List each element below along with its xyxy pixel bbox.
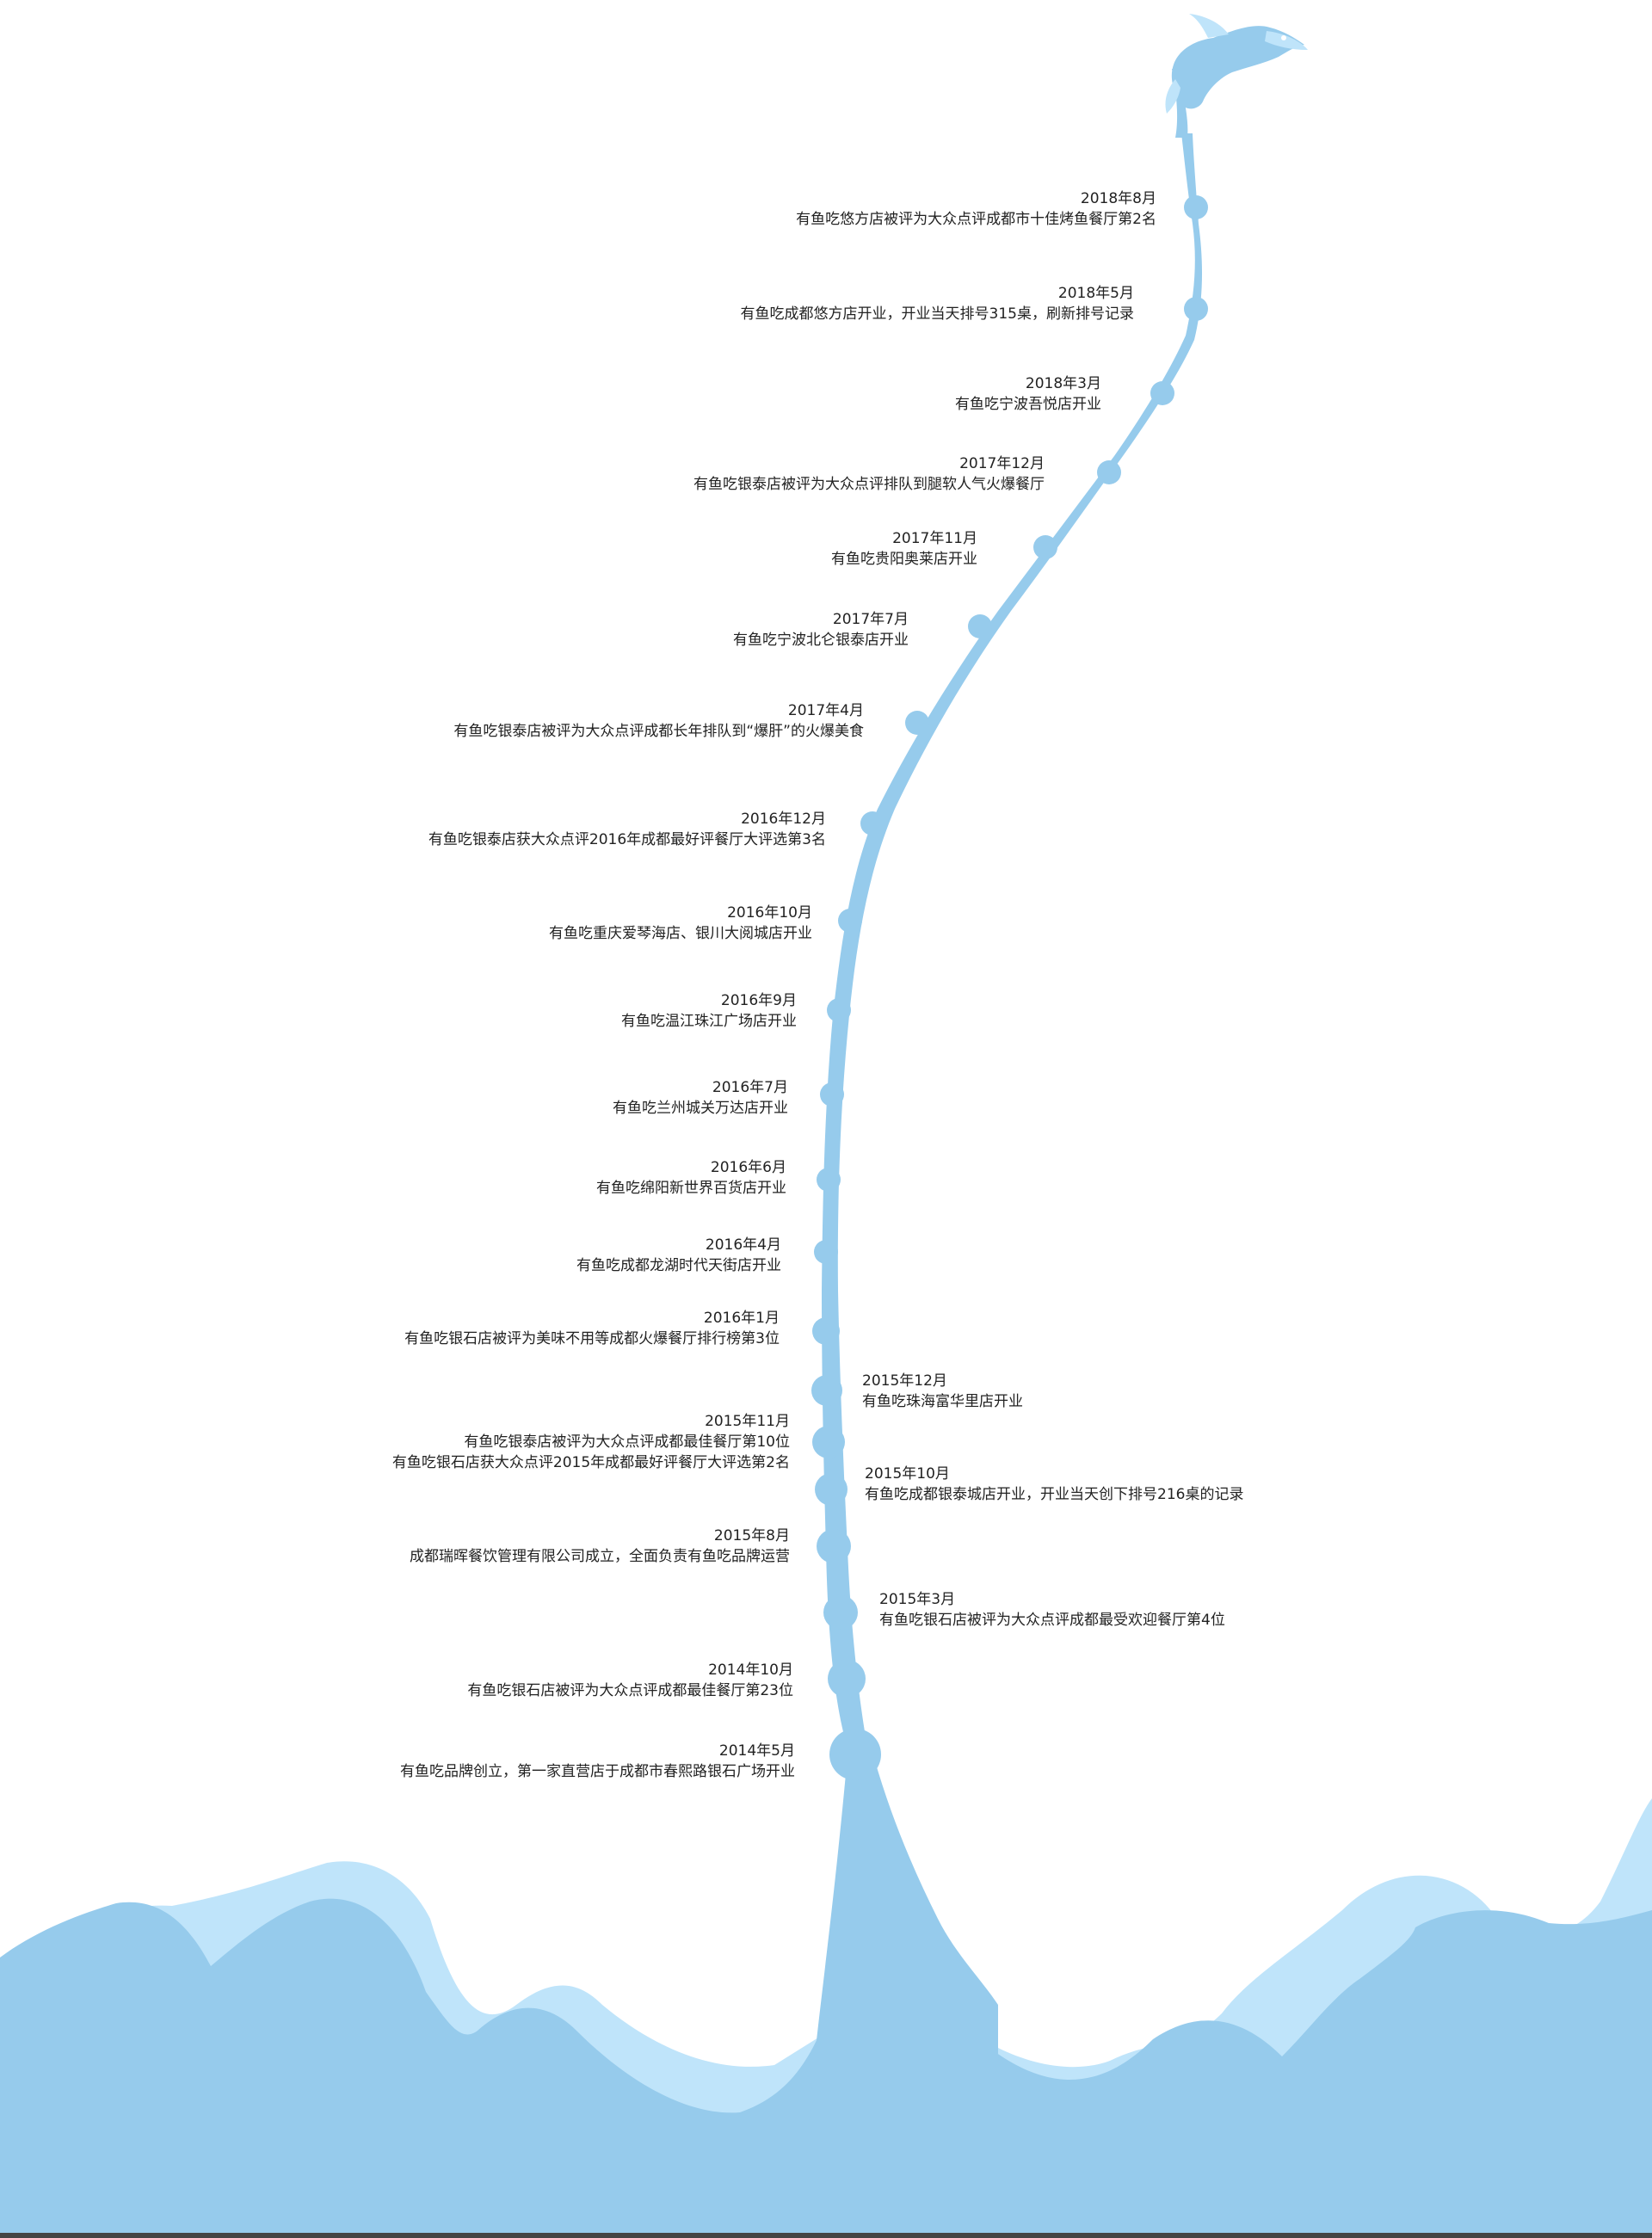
event-text: 有鱼吃银泰店被评为大众点评成都最佳餐厅第10位 [464,1433,790,1451]
event-text: 有鱼吃成都银泰城店开业，开业当天创下排号216桌的记录 [865,1486,1244,1503]
event-text: 有鱼吃重庆爱琴海店、银川大阅城店开业 [549,925,812,942]
event-date: 2017年12月 [959,455,1045,472]
event-text: 有鱼吃银泰店获大众点评2016年成都最好评餐厅大评选第3名 [428,831,826,848]
timeline-dot [815,1473,848,1506]
event-text: 有鱼吃珠海富华里店开业 [862,1393,1023,1410]
timeline-dot [860,811,885,835]
event-text: 有鱼吃银石店被评为美味不用等成都火爆餐厅排行榜第3位 [404,1330,780,1347]
event-text: 有鱼吃兰州城关万达店开业 [613,1100,788,1117]
timeline-dot [1184,195,1208,219]
timeline-event: 2016年7月 有鱼吃兰州城关万达店开业 [14,1077,788,1119]
timeline-dot [1097,460,1121,484]
event-text: 有鱼吃银石店获大众点评2015年成都最好评餐厅大评选第2名 [391,1454,790,1471]
event-date: 2016年12月 [741,811,826,828]
timeline-event: 2015年11月 有鱼吃银泰店被评为大众点评成都最佳餐厅第10位 有鱼吃银石店获… [15,1411,790,1473]
timeline-event: 2014年5月 有鱼吃品牌创立，第一家直营店于成都市春熙路银石广场开业 [21,1741,795,1782]
timeline-dot [827,998,851,1022]
timeline-dot [823,1595,858,1630]
timeline-event: 2015年8月 成都瑞晖餐饮管理有限公司成立，全面负责有鱼吃品牌运营 [15,1526,790,1567]
timeline-event: 2016年6月 有鱼吃绵阳新世界百货店开业 [12,1157,786,1199]
event-date: 2015年8月 [713,1527,790,1544]
timeline-dot [811,1375,842,1406]
timeline-event: 2016年10月 有鱼吃重庆爱琴海店、银川大阅城店开业 [38,903,812,944]
timeline-dot [828,1660,866,1698]
timeline-event: 2014年10月 有鱼吃银石店被评为大众点评成都最佳餐厅第23位 [19,1660,793,1701]
timeline-event: 2017年7月 有鱼吃宁波北仑银泰店开业 [134,609,909,650]
timeline-event: 2018年5月 有鱼吃成都悠方店开业，开业当天排号315桌，刷新排号记录 [360,283,1134,324]
event-text: 有鱼吃银石店被评为大众点评成都最受欢迎餐厅第4位 [879,1612,1225,1629]
timeline-dot [905,711,929,735]
event-date: 2015年10月 [865,1465,950,1483]
timeline-dot [1150,381,1174,405]
event-date: 2016年4月 [705,1236,781,1254]
event-text: 有鱼吃银石店被评为大众点评成都最佳餐厅第23位 [467,1682,793,1699]
timeline-event: 2016年12月 有鱼吃银泰店获大众点评2016年成都最好评餐厅大评选第3名 [52,809,826,850]
timeline-dot [817,1529,851,1563]
timeline-dot [812,1426,845,1458]
event-date: 2017年4月 [787,702,864,719]
event-date: 2016年1月 [703,1310,780,1327]
timeline-event: 2015年3月 有鱼吃银石店被评为大众点评成都最受欢迎餐厅第4位 [879,1589,1652,1631]
event-date: 2014年10月 [708,1662,793,1679]
event-text: 有鱼吃品牌创立，第一家直营店于成都市春熙路银石广场开业 [400,1763,795,1780]
event-date: 2014年5月 [718,1742,795,1760]
timeline-event: 2016年1月 有鱼吃银石店被评为美味不用等成都火爆餐厅排行榜第3位 [5,1308,780,1349]
event-text: 有鱼吃温江珠江广场店开业 [621,1013,797,1030]
event-text: 有鱼吃成都龙湖时代天街店开业 [576,1257,781,1274]
event-text: 有鱼吃宁波吾悦店开业 [955,396,1101,413]
event-date: 2018年8月 [1080,190,1156,207]
event-date: 2017年11月 [892,530,977,547]
event-date: 2016年10月 [727,904,812,922]
event-text: 有鱼吃悠方店被评为大众点评成都市十佳烤鱼餐厅第2名 [796,211,1156,228]
event-date: 2016年6月 [710,1159,786,1176]
timeline-event: 2015年12月 有鱼吃珠海富华里店开业 [862,1371,1637,1412]
event-date: 2016年9月 [720,992,797,1009]
timeline-dot [814,1240,838,1264]
fish-icon [1165,14,1308,114]
event-date: 2016年7月 [712,1079,788,1096]
timeline-dot [820,1082,844,1107]
event-date: 2015年12月 [862,1372,947,1390]
bottom-divider [0,2233,1652,2238]
timeline-dot [1033,535,1057,559]
timeline-dot [968,614,992,638]
timeline-dot [829,1729,881,1780]
timeline-event: 2017年11月 有鱼吃贵阳奥莱店开业 [203,528,977,570]
event-text: 有鱼吃宁波北仑银泰店开业 [733,632,909,649]
timeline-dots [811,195,1208,1780]
timeline-event: 2016年9月 有鱼吃温江珠江广场店开业 [22,990,797,1032]
event-date: 2017年7月 [832,611,909,628]
timeline-trunk [809,1748,998,2238]
timeline-dot [1184,297,1208,321]
timeline-dot [812,1317,840,1345]
event-date: 2018年5月 [1057,285,1134,302]
timeline-dot [817,1168,841,1192]
event-text: 有鱼吃银泰店被评为大众点评排队到腿软人气火爆餐厅 [693,476,1045,493]
event-text: 有鱼吃贵阳奥莱店开业 [831,551,977,568]
timeline-event: 2015年10月 有鱼吃成都银泰城店开业，开业当天创下排号216桌的记录 [865,1464,1639,1505]
timeline-event: 2018年8月 有鱼吃悠方店被评为大众点评成都市十佳烤鱼餐厅第2名 [382,188,1156,230]
timeline-event: 2016年4月 有鱼吃成都龙湖时代天街店开业 [7,1235,781,1276]
timeline-dot [838,909,862,933]
timeline-event: 2017年4月 有鱼吃银泰店被评为大众点评成都长年排队到“爆肝”的火爆美食 [89,700,864,742]
event-text: 有鱼吃成都悠方店开业，开业当天排号315桌，刷新排号记录 [740,305,1134,323]
event-text: 成都瑞晖餐饮管理有限公司成立，全面负责有鱼吃品牌运营 [410,1548,790,1565]
event-text: 有鱼吃绵阳新世界百货店开业 [596,1180,786,1197]
event-date: 2015年11月 [705,1413,790,1430]
event-date: 2018年3月 [1025,375,1101,392]
timeline-event: 2017年12月 有鱼吃银泰店被评为大众点评排队到腿软人气火爆餐厅 [270,453,1045,495]
timeline-event: 2018年3月 有鱼吃宁波吾悦店开业 [327,373,1101,415]
event-text: 有鱼吃银泰店被评为大众点评成都长年排队到“爆肝”的火爆美食 [453,723,864,740]
event-date: 2015年3月 [879,1591,956,1608]
